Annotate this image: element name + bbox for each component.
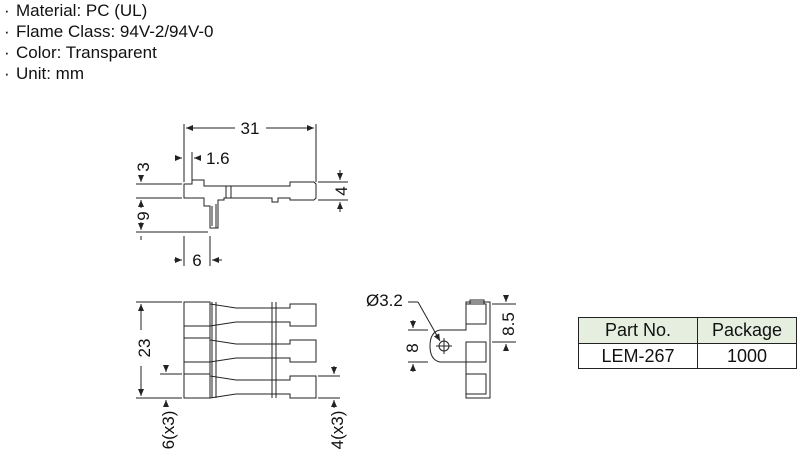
col-header-package: Package xyxy=(697,317,797,344)
part-table: Part No. Package LEM-267 1000 xyxy=(578,317,797,369)
dim-front-height: 23 xyxy=(135,339,154,358)
dim-top-width: 31 xyxy=(241,119,260,138)
dim-front-pitch-right: 4(x3) xyxy=(328,411,347,450)
side-view: Ø3.2 8 8.5 xyxy=(366,291,518,399)
dim-front-pitch-left: 6(x3) xyxy=(159,411,178,450)
dim-top-tab: 6 xyxy=(192,251,201,270)
spec-list: ·Material: PC (UL) ·Flame Class: 94V-2/9… xyxy=(4,0,213,84)
dim-side-hole-offset: 8 xyxy=(403,343,422,352)
spec-material: ·Material: PC (UL) xyxy=(4,1,148,20)
dim-top-head: 3 xyxy=(134,162,153,171)
spec-flame-class: ·Flame Class: 94V-2/94V-0 xyxy=(4,22,214,41)
spec-color: ·Color: Transparent xyxy=(4,43,157,62)
col-header-part-no: Part No. xyxy=(578,317,698,344)
table-header-row: Part No. Package xyxy=(578,317,797,344)
top-view: 31 1.6 3 9 4 6 xyxy=(134,119,351,270)
cell-package: 1000 xyxy=(697,343,797,369)
dim-side-pitch: 8.5 xyxy=(499,312,518,336)
table-row: LEM-267 1000 xyxy=(578,343,797,369)
cell-part-no: LEM-267 xyxy=(578,343,698,369)
spec-unit: ·Unit: mm xyxy=(4,64,84,83)
front-view: 23 6(x3) 4(x3) xyxy=(135,301,347,450)
dim-side-hole: Ø3.2 xyxy=(366,291,403,310)
dim-top-thickness: 4 xyxy=(332,186,351,195)
dim-top-slot: 1.6 xyxy=(206,149,230,168)
dim-top-body: 9 xyxy=(134,211,153,220)
